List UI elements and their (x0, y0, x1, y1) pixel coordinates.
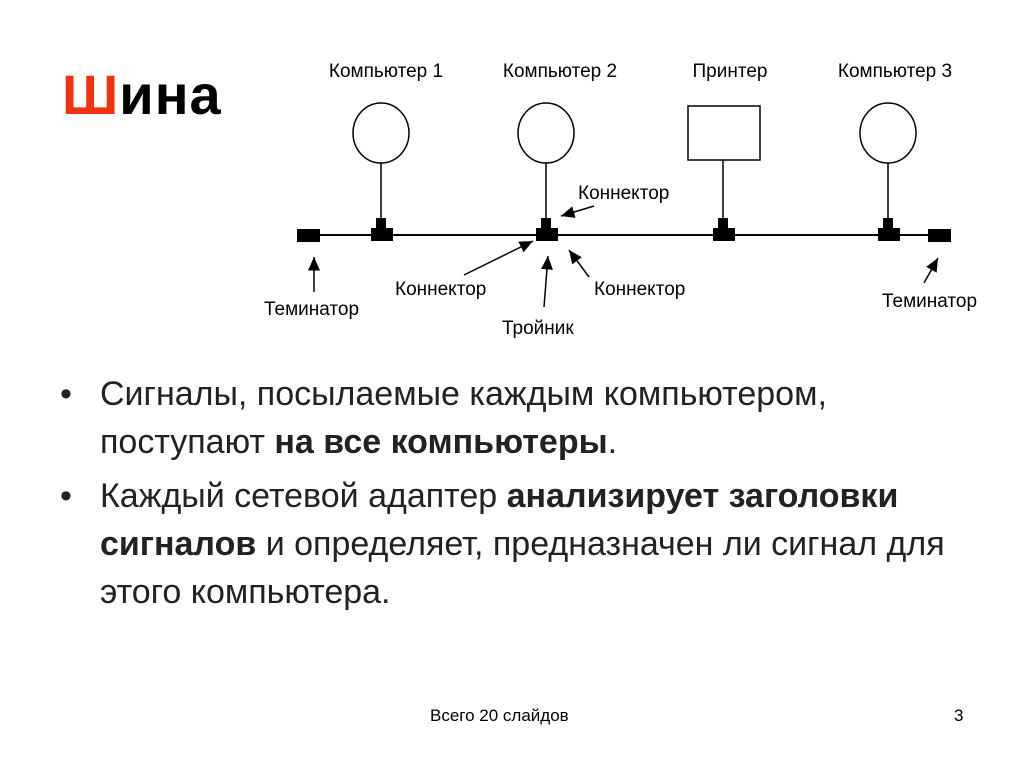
bold-text: на все компьютеры (274, 423, 608, 461)
slide-title: Шина (62, 62, 222, 127)
bullet-list: •Сигналы, посылаемые каждым компьютером,… (60, 370, 960, 622)
tee-label: Тройник (502, 318, 574, 339)
slide-count: Всего 20 слайдов (430, 706, 569, 725)
terminator-right (928, 229, 951, 242)
device-label: Компьютер 1 (329, 61, 443, 82)
tee-connector (878, 218, 900, 241)
arrows (308, 205, 939, 308)
connector-label: Коннектор (395, 279, 486, 300)
connector-label: Коннектор (594, 279, 685, 300)
device-label: Компьютер 2 (503, 61, 617, 82)
terminator-left (297, 229, 320, 242)
page-number: 3 (954, 706, 964, 725)
text: Каждый сетевой адаптер (100, 477, 507, 515)
text: . (607, 423, 618, 461)
bullet-item: •Каждый сетевой адаптер анализирует заго… (60, 477, 945, 611)
text: и определяет, предназначен ли сигнал для… (100, 525, 945, 611)
terminator-label: Теминатор (882, 291, 977, 312)
tee-connector (536, 218, 558, 241)
title-rest: ина (119, 63, 222, 126)
printer-node (687, 105, 761, 161)
title-first-letter: Ш (62, 63, 120, 126)
tee-connector (371, 218, 393, 241)
text: Сигналы, посылаемые каждым компьютером, … (100, 375, 827, 461)
bold-text: анализирует заголовки сигналов (100, 477, 899, 563)
terminator-label: Теминатор (264, 299, 359, 320)
device-label: Компьютер 3 (838, 61, 952, 82)
computer-2-node (517, 102, 575, 164)
computer-1-node (352, 102, 410, 164)
computer-3-node (859, 102, 917, 164)
connector-label: Коннектор (578, 183, 669, 204)
tee-connector (713, 218, 735, 241)
device-label: Принтер (693, 61, 768, 82)
bullet-item: •Сигналы, посылаемые каждым компьютером,… (60, 375, 827, 461)
